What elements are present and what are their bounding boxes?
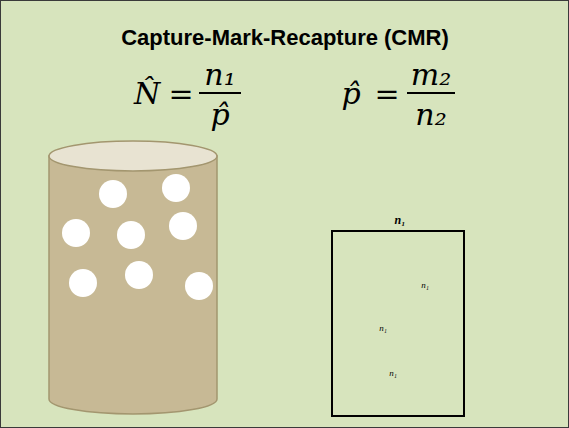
denominator: p̂	[210, 97, 229, 132]
title: Capture-Mark-Recapture (CMR)	[121, 25, 449, 51]
fraction-bar	[199, 92, 241, 94]
ball	[99, 180, 127, 208]
cylinder-top	[49, 141, 217, 171]
formula-symbol: N̂	[134, 76, 160, 111]
box-label: n₁	[421, 280, 429, 290]
balls	[62, 174, 213, 300]
ball	[169, 212, 197, 240]
ball	[62, 219, 90, 247]
numerator: n₁	[204, 57, 235, 92]
equals-sign: =	[374, 76, 399, 111]
ball	[117, 221, 145, 249]
numerator: m₂	[411, 57, 451, 92]
ball	[125, 261, 153, 289]
formula-symbol: p̂	[341, 76, 360, 111]
ball	[162, 174, 190, 202]
box-heading: n₁	[395, 213, 406, 228]
cylinder-body	[49, 156, 217, 414]
ball	[185, 272, 213, 300]
sample-box: n₁n₁n₁n₁	[331, 230, 465, 417]
box-label: n₁	[379, 323, 387, 333]
denominator: n₂	[415, 97, 446, 132]
ball	[69, 269, 97, 297]
equals-sign: =	[168, 76, 193, 111]
fraction-bar	[407, 92, 455, 94]
box-label: n₁	[389, 368, 397, 378]
